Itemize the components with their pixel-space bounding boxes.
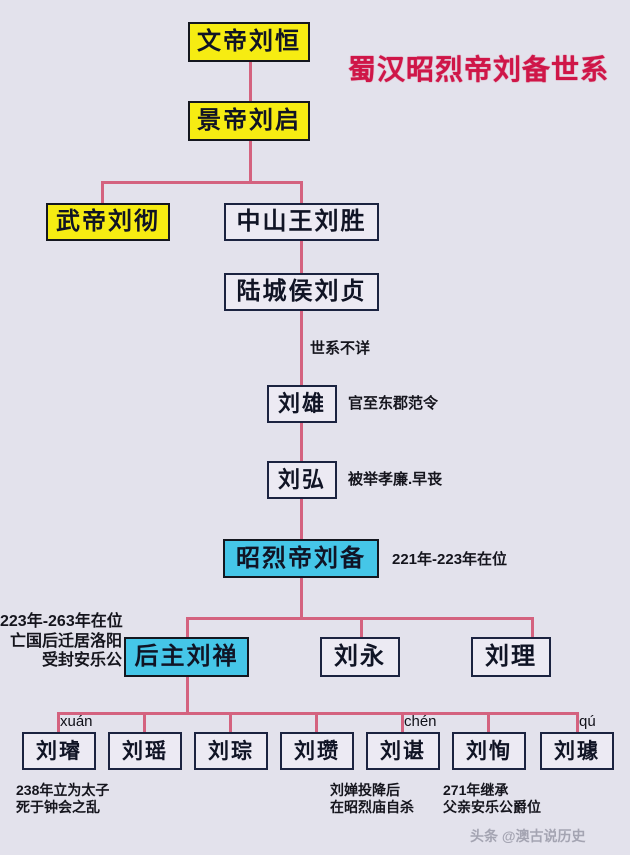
node-grandson-1-label: 刘璿 xyxy=(36,738,82,763)
connector-jingdi-down xyxy=(249,141,252,182)
node-zhongshanwang[interactable]: 中山王刘胜 xyxy=(224,203,379,241)
connector-liushan-down xyxy=(186,677,189,712)
node-liushan[interactable]: 后主刘禅 xyxy=(124,637,249,677)
connector-to-grandson-4 xyxy=(315,712,318,732)
node-grandson-4[interactable]: 刘瓒 xyxy=(280,732,354,770)
page-title: 蜀汉昭烈帝刘备世系 xyxy=(348,55,610,86)
connector-wendi-jingdi xyxy=(249,62,252,102)
node-grandson-2-label: 刘瑶 xyxy=(122,738,168,763)
node-grandson-6-label: 刘恂 xyxy=(466,738,512,763)
node-liuhong[interactable]: 刘弘 xyxy=(267,461,337,499)
node-grandson-1[interactable]: 刘璿 xyxy=(22,732,96,770)
node-liubei-label: 昭烈帝刘备 xyxy=(236,545,366,572)
connector-to-grandson-1 xyxy=(57,712,60,732)
annotation-liushan-note: 223年-263年在位 亡国后迁居洛阳 受封安乐公 xyxy=(0,613,123,670)
node-liuyong[interactable]: 刘永 xyxy=(320,637,400,677)
annotation-liubei-reign: 221年-223年在位 xyxy=(392,551,508,568)
node-luchenghou[interactable]: 陆城侯刘贞 xyxy=(224,273,379,311)
connector-to-grandson-2 xyxy=(143,712,146,732)
node-grandson-3-label: 刘琮 xyxy=(208,738,254,763)
node-grandson-2[interactable]: 刘瑶 xyxy=(108,732,182,770)
node-liuli-label: 刘理 xyxy=(485,644,537,670)
node-grandson-5-label: 刘谌 xyxy=(380,738,426,763)
connector-liuxiong-liuhong xyxy=(300,423,303,461)
connector-to-grandson-7 xyxy=(576,712,579,732)
connector-liuhong-liubei xyxy=(300,499,303,539)
node-wudi-label: 武帝刘彻 xyxy=(56,209,160,235)
node-grandson-3[interactable]: 刘琮 xyxy=(194,732,268,770)
connector-to-grandson-6 xyxy=(487,712,490,732)
node-luchenghou-label: 陆城侯刘贞 xyxy=(236,279,367,305)
annotation-liuhong-note: 被举孝廉.早丧 xyxy=(348,471,443,488)
node-liubei[interactable]: 昭烈帝刘备 xyxy=(223,539,379,578)
node-liuxiong-label: 刘雄 xyxy=(277,391,326,416)
annotation-liuxuan-note: 238年立为太子 死于钟会之乱 xyxy=(16,782,110,816)
annotation-liuxiong-note: 官至东郡范令 xyxy=(348,395,439,412)
node-grandson-4-label: 刘瓒 xyxy=(294,738,340,763)
connector-to-grandson-3 xyxy=(229,712,232,732)
watermark: 头条 @澳古说历史 xyxy=(470,828,586,844)
annotation-unknown-lineage: 世系不详 xyxy=(310,340,371,357)
connector-to-wudi xyxy=(101,181,104,203)
node-liuxiong[interactable]: 刘雄 xyxy=(267,385,337,423)
connector-luchenghou-liuxiong xyxy=(300,311,303,385)
connector-to-liushan xyxy=(186,617,189,637)
node-wudi[interactable]: 武帝刘彻 xyxy=(46,203,170,241)
connector-branch-bar-grandsons xyxy=(57,712,579,715)
node-liuli[interactable]: 刘理 xyxy=(471,637,551,677)
connector-branch-bar-gen3 xyxy=(101,181,303,184)
node-wendi[interactable]: 文帝刘恒 xyxy=(188,22,310,62)
connector-to-grandson-5 xyxy=(401,712,404,732)
node-zhongshanwang-label: 中山王刘胜 xyxy=(236,209,367,235)
node-jingdi-label: 景帝刘启 xyxy=(197,108,301,134)
node-grandson-5[interactable]: 刘谌 xyxy=(366,732,440,770)
annotation-liuchen-note: 刘婵投降后 在昭烈庙自杀 xyxy=(330,782,414,816)
node-grandson-7[interactable]: 刘璩 xyxy=(540,732,614,770)
node-grandson-7-label: 刘璩 xyxy=(554,738,600,763)
node-liushan-label: 后主刘禅 xyxy=(134,644,239,670)
connector-to-liuli xyxy=(531,617,534,637)
annotation-liuqu-note: 271年继承 父亲安乐公爵位 xyxy=(443,782,541,816)
node-wendi-label: 文帝刘恒 xyxy=(197,29,301,55)
pinyin-grandson-1: xuán xyxy=(60,713,93,730)
pinyin-grandson-7: qú xyxy=(579,713,596,730)
node-liuhong-label: 刘弘 xyxy=(277,467,326,492)
node-grandson-6[interactable]: 刘恂 xyxy=(452,732,526,770)
pinyin-grandson-5: chén xyxy=(404,713,437,730)
connector-to-liuyong xyxy=(360,617,363,637)
node-liuyong-label: 刘永 xyxy=(334,644,386,670)
connector-zhongshan-luchenghou xyxy=(300,241,303,273)
node-jingdi[interactable]: 景帝刘启 xyxy=(188,101,310,141)
connector-liubei-down xyxy=(300,578,303,617)
connector-to-zhongshanwang xyxy=(300,181,303,203)
